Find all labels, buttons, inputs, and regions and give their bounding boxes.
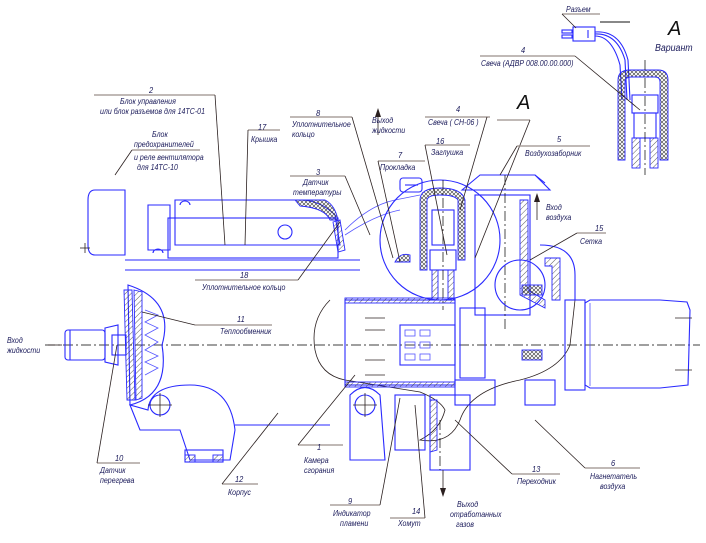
label-fuse-block-4: для 14ТС-10 <box>137 163 178 172</box>
num-3: 3 <box>316 167 321 177</box>
label-plug: Заглушка <box>431 148 464 157</box>
num-10: 10 <box>115 453 124 463</box>
label-fuse-block-2: предохранителей <box>134 140 194 149</box>
label-control-unit: Блок управления <box>120 97 176 106</box>
label-combustion-chamber-1: Камера <box>304 456 329 465</box>
label-exhaust-1: Выход <box>457 500 479 509</box>
label-overheat-sensor-1: Датчик <box>100 466 126 475</box>
label-liquid-in-1: Вход <box>7 336 23 345</box>
view-a-letter: A <box>668 18 682 40</box>
heat-exchanger-front <box>111 284 166 406</box>
blower-motor <box>564 299 692 391</box>
label-liquid-in-2: жидкости <box>7 346 41 355</box>
num-15: 15 <box>595 223 604 233</box>
label-air-blower-1: Нагнетатель <box>590 472 638 481</box>
lower-bracket <box>129 384 236 463</box>
label-liquid-out-1: Выход <box>372 116 394 125</box>
num-5: 5 <box>557 134 562 144</box>
num-8: 8 <box>316 108 321 118</box>
label-air-in-2: воздуха <box>546 213 572 222</box>
label-seal-ring-18: Уплотнительное кольцо <box>202 283 286 292</box>
label-fuse-block-3: и реле вентилятора <box>134 153 204 162</box>
exhaust-adapter <box>349 379 556 471</box>
label-control-unit-alt: или блок разъемов для 14ТС-01 <box>100 107 205 116</box>
label-exhaust-3: газов <box>456 520 474 529</box>
label-seal-ring-8: Уплотнительное <box>292 120 351 129</box>
blower-housing <box>494 244 576 361</box>
label-seal-ring-8b: кольцо <box>292 130 315 139</box>
label-fuse-block-1: Блок <box>152 130 168 139</box>
view-a-inset <box>561 21 669 175</box>
num-12: 12 <box>235 474 244 484</box>
view-a-caption: Вариант <box>655 43 693 54</box>
num-7: 7 <box>398 150 403 160</box>
label-adapter: Переходник <box>517 477 556 486</box>
control-block <box>125 199 360 271</box>
num-11: 11 <box>237 314 245 324</box>
label-housing: Корпус <box>228 488 251 497</box>
callout-a-letter: A <box>517 92 531 114</box>
num-17: 17 <box>258 122 267 132</box>
num-13: 13 <box>532 464 541 474</box>
label-glow-plug: Свеча ( СН-06 ) <box>428 118 479 127</box>
num-9: 9 <box>348 496 353 506</box>
label-cover: Крышка <box>251 135 278 144</box>
num-14: 14 <box>412 506 421 516</box>
label-glow-plug-variant: Свеча (АДВР 008.00.00.000) <box>481 59 574 68</box>
label-combustion-chamber-2: сгорания <box>304 466 335 475</box>
flow-arrows <box>375 108 540 497</box>
label-air-in-1: Вход <box>546 203 562 212</box>
num-4: 4 <box>456 104 461 114</box>
label-heat-exchanger: Теплообменник <box>220 327 272 336</box>
combustion-chamber <box>313 297 576 442</box>
num-16: 16 <box>436 136 445 146</box>
label-temp-sensor-1: Датчик <box>303 178 329 187</box>
label-overheat-sensor-2: перегрева <box>100 476 135 485</box>
label-exhaust-2: отработанных <box>450 510 502 519</box>
label-temp-sensor-2: температуры <box>293 188 342 197</box>
label-connector: Разъем <box>566 5 591 14</box>
air-intake <box>460 174 552 330</box>
leader-lines <box>94 13 641 519</box>
num-4-variant: 4 <box>521 45 526 55</box>
label-gasket: Прокладка <box>380 163 416 172</box>
label-air-blower-2: воздуха <box>600 482 626 491</box>
label-air-intake: Воздухозаборник <box>525 149 582 158</box>
label-flame-indicator-2: пламени <box>340 519 369 528</box>
label-flame-indicator-1: Индикатор <box>333 509 371 518</box>
label-clamp: Хомут <box>398 519 421 528</box>
num-18: 18 <box>240 270 249 280</box>
num-6: 6 <box>611 458 616 468</box>
num-1: 1 <box>317 442 322 452</box>
liquid-inlet-pipe <box>48 324 119 366</box>
glow-plug-assembly <box>379 179 501 310</box>
num-2: 2 <box>149 85 154 95</box>
label-mesh: Сетка <box>580 237 603 246</box>
label-liquid-out-2: жидкости <box>372 126 406 135</box>
fuse-block <box>80 189 126 256</box>
